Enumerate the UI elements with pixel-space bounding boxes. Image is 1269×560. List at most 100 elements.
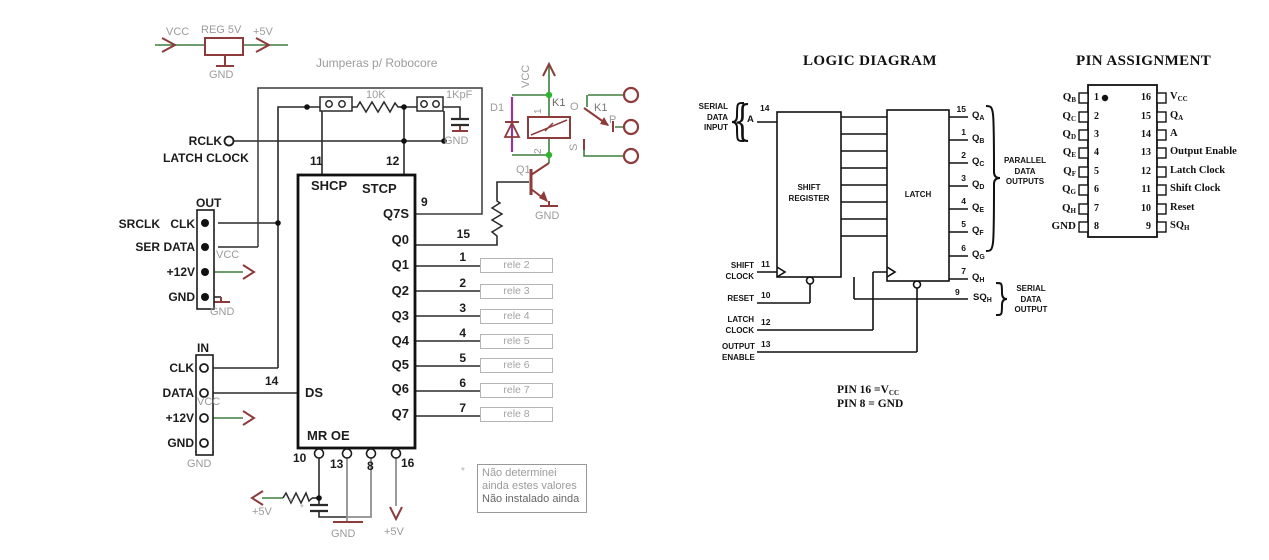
transistor-q1 xyxy=(529,162,550,202)
coil-pin2-label: 2 xyxy=(533,148,544,154)
reg-out-label: +5V xyxy=(253,26,273,38)
switch-p-label: P xyxy=(609,114,617,126)
dip-num-7: 7 xyxy=(1094,203,1099,214)
out-data-label: DATA xyxy=(163,240,195,254)
dip-num-13: 13 xyxy=(1141,147,1151,158)
shift-clock-label: SHIFT CLOCK xyxy=(725,261,754,281)
dip-num-12: 12 xyxy=(1141,166,1151,177)
qe-pin-num: 4 xyxy=(961,196,966,206)
rclk-terminal xyxy=(223,135,235,147)
note-line-1: Não determinei xyxy=(482,467,557,479)
out-vcc-label: VCC xyxy=(216,249,240,261)
out-12v-label: +12V xyxy=(166,265,195,279)
q0-pin-number: 15 xyxy=(456,227,470,241)
switch-o-label: O xyxy=(570,101,579,113)
dip-num-3: 3 xyxy=(1094,129,1099,140)
q5-pin-number: 5 xyxy=(459,351,466,365)
dip-num-16: 16 xyxy=(1141,92,1151,103)
rele-6-box: rele 6 xyxy=(480,358,553,373)
dip-right-label-11: Shift Clock xyxy=(1170,183,1221,194)
q2-label: Q2 xyxy=(391,283,409,298)
a-input-label: A xyxy=(747,114,754,125)
in-data-label: DATA xyxy=(162,386,194,400)
ser-label: SER xyxy=(135,240,160,254)
rele-5-box: rele 5 xyxy=(480,334,553,349)
capacitor-gnd-label: GND xyxy=(444,135,469,147)
logic-diagram-title: LOGIC DIAGRAM xyxy=(803,53,937,69)
qe-label: QE xyxy=(972,202,985,214)
qb-label: QB xyxy=(972,133,985,145)
dip-num-14: 14 xyxy=(1141,129,1151,140)
asterisk-2: * xyxy=(300,503,304,514)
note-line-2: ainda estes valores xyxy=(482,480,577,492)
rclk-label: RCLK xyxy=(188,134,222,148)
q7s-label: Q7S xyxy=(382,206,409,221)
braces xyxy=(731,102,1008,316)
qb-pin-num: 1 xyxy=(961,127,966,137)
in-connector xyxy=(195,354,214,456)
shcp-label: SHCP xyxy=(311,178,348,193)
dip-left-label-7: QH xyxy=(1061,202,1076,215)
regulator-box xyxy=(204,37,244,56)
bottom-gnd-label: GND xyxy=(331,528,356,540)
q3-pin-number: 3 xyxy=(459,301,466,315)
ds-label: DS xyxy=(305,385,324,400)
out-gnd-pin-label: GND xyxy=(168,290,195,304)
dip-right-label-13: Output Enable xyxy=(1170,146,1237,157)
dip-num-5: 5 xyxy=(1094,166,1099,177)
dip-num-1: 1 xyxy=(1094,92,1099,103)
q7-label: Q7 xyxy=(391,406,409,421)
in-12v-label: +12V xyxy=(165,411,194,425)
pin8-note: PIN 8 = GND xyxy=(837,398,904,410)
dip-num-2: 2 xyxy=(1094,111,1099,122)
qc-label: QC xyxy=(972,156,985,168)
jumper-note: Jumperas p/ Robocore xyxy=(316,56,438,70)
reg-gnd-label: GND xyxy=(209,69,234,81)
mr-pin-number: 10 xyxy=(293,451,307,465)
asterisk-note: * xyxy=(461,466,465,477)
note-box: Não determinei ainda estes valores Não i… xyxy=(477,464,587,513)
pin16-note: PIN 16 =VCC xyxy=(837,384,900,397)
dip-right-label-16: VCC xyxy=(1170,91,1188,103)
parallel-data-outputs-label: PARALLEL DATA OUTPUTS xyxy=(1003,156,1047,186)
asterisk-1: * xyxy=(289,497,293,508)
qc-pin-num: 2 xyxy=(961,150,966,160)
pin-assignment-title: PIN ASSIGNMENT xyxy=(1076,53,1212,69)
capacitor-value: 1KpF xyxy=(446,89,473,101)
dip-left-label-4: QE xyxy=(1062,146,1076,159)
out-clk-label: CLK xyxy=(170,217,195,231)
in-vcc-label: VCC xyxy=(197,396,221,408)
k1-switch-label: K1 xyxy=(594,102,608,114)
supply-arrows xyxy=(161,37,556,522)
k1-coil-label: K1 xyxy=(552,97,566,109)
d1-label: D1 xyxy=(490,102,505,114)
latch-clock-label: LATCH CLOCK xyxy=(163,151,249,165)
qh-pin-num: 7 xyxy=(961,266,966,276)
srclk-label: SRCLK xyxy=(118,217,160,231)
resistor-zigzags xyxy=(282,100,504,505)
reset-pin: 10 xyxy=(761,290,771,300)
green-junction-dots xyxy=(545,91,553,159)
q6-pin-number: 6 xyxy=(459,376,466,390)
in-header-title: IN xyxy=(197,341,209,355)
signal-wires xyxy=(203,106,529,518)
reset-label: RESET xyxy=(727,294,754,303)
plus5-left-label: +5V xyxy=(252,506,272,518)
qa-label: QA xyxy=(972,110,985,122)
rele-2-box: rele 2 xyxy=(480,258,553,273)
dip-num-9: 9 xyxy=(1146,221,1151,232)
shcp-pin-number: 11 xyxy=(310,154,323,168)
dip-package xyxy=(1078,84,1167,238)
latch-clock-input-label: LATCH CLOCK xyxy=(725,315,754,335)
qd-pin-num: 3 xyxy=(961,173,966,183)
coil-pin1-label: 1 xyxy=(533,108,544,114)
dip-num-11: 11 xyxy=(1141,184,1151,195)
reg-name-label: REG 5V xyxy=(201,24,242,36)
latch-label: LATCH xyxy=(904,190,932,199)
dip-right-label-9: SQH xyxy=(1170,220,1190,232)
q1-label-text: Q1 xyxy=(516,164,531,176)
dip-left-label-8: GND xyxy=(1051,220,1076,232)
dip-num-8: 8 xyxy=(1094,221,1099,232)
dip-left-label-3: QD xyxy=(1062,128,1076,141)
